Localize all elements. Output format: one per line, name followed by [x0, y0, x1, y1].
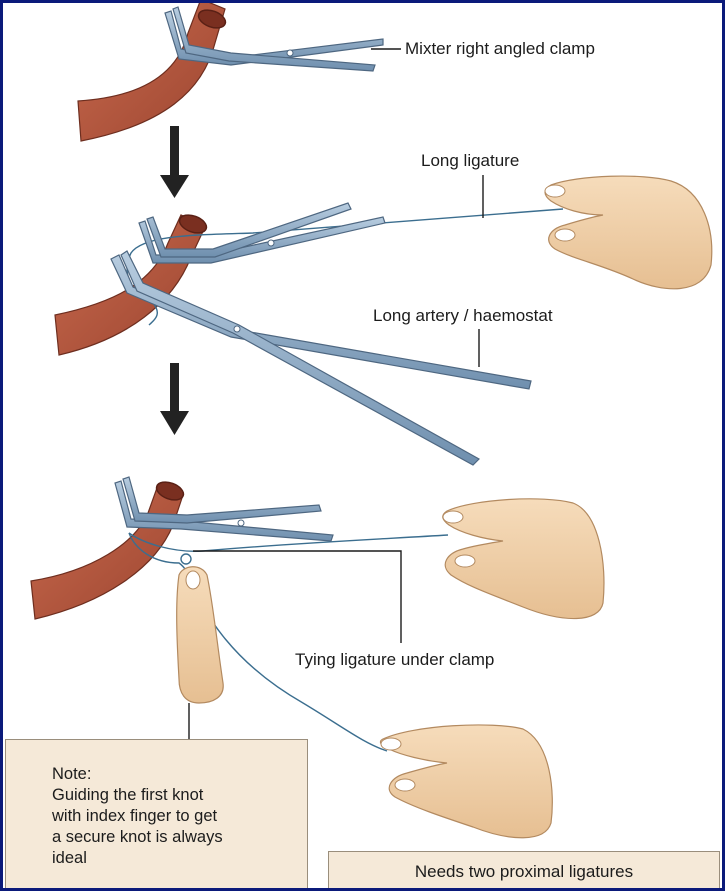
label-long-artery: Long artery / haemostat [373, 306, 553, 326]
note-line: Guiding the first knot [52, 785, 223, 806]
note-text: Note: Guiding the first knot with index … [52, 764, 223, 869]
note-line: Note: [52, 764, 223, 785]
index-finger-icon [177, 567, 224, 703]
note-line: a secure knot is always [52, 827, 223, 848]
panel-3-ligature-lower [129, 533, 387, 751]
panel-3-artery [31, 479, 186, 619]
proximal-ligatures-text: Needs two proximal ligatures [415, 862, 633, 881]
label-tying-ligature: Tying ligature under clamp [295, 650, 494, 670]
note-line: ideal [52, 848, 223, 869]
hand-1-icon [545, 176, 712, 289]
panel-1-artery [78, 3, 228, 141]
proximal-ligatures-box: Needs two proximal ligatures [328, 851, 720, 888]
hand-2-icon [443, 499, 604, 619]
label-mixter-clamp: Mixter right angled clamp [405, 39, 595, 59]
hand-3-icon [381, 725, 553, 838]
note-box: Note: Guiding the first knot with index … [5, 739, 308, 888]
note-line: with index finger to get [52, 806, 223, 827]
label-long-ligature: Long ligature [421, 151, 519, 171]
tying-ligature-leader [193, 551, 401, 643]
down-arrow-2 [160, 363, 189, 435]
down-arrow-1 [160, 126, 189, 198]
diagram-frame: Mixter right angled clamp Long ligature … [3, 3, 722, 888]
